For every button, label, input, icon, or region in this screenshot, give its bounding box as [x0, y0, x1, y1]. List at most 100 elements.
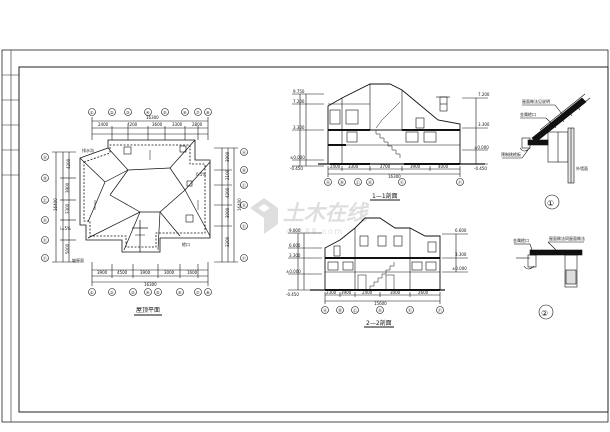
section-1-1-level-l4: ±0.000: [290, 155, 305, 160]
roof-plan-left-dimensions: [41, 151, 76, 263]
section-1-1-slabs: [328, 129, 460, 165]
roof-plan-left-axis-1: Ⓐ: [43, 154, 47, 160]
section-1-1-left-levels: [292, 93, 324, 167]
roof-plan-bottom-axis-5: ⑤: [156, 290, 160, 295]
section-1-1-level-r1: 7.200: [478, 92, 490, 97]
roof-plan-top-seg-2: 4200: [127, 122, 138, 127]
roof-plan-right-axis-4: Ⓓ: [242, 202, 246, 208]
section-2-2: 9.000 6.600 3.300 ±0.000 -0.450 6.600 3.…: [286, 217, 468, 328]
roof-plan-top-axis-6: ⑥: [183, 110, 187, 115]
roof-plan-top-axis-5: ⑤: [163, 110, 167, 115]
roof-plan-right-seg-2: 2100: [225, 169, 230, 180]
section-1-1-bottom-dims: [324, 166, 464, 186]
roof-plan-right-total: 16400: [237, 198, 242, 211]
roof-plan-top-total: 16300: [146, 115, 159, 120]
section-1-1-level-l1: 9.750: [293, 89, 305, 94]
section-1-1-seg-4: 3900: [410, 164, 421, 169]
section-2-2-level-l2: 6.600: [289, 243, 301, 248]
section-1-1-title: 1—1剖面: [372, 192, 398, 200]
section-2-2-right-levels: [442, 233, 468, 273]
watermark-brand: 土木在线: [283, 201, 370, 225]
section-1-1-seg-3: 2700: [380, 164, 391, 169]
roof-plan-bottom-dimensions: [88, 262, 212, 296]
roof-plan-outline: [79, 139, 211, 253]
section-1-1-axis-4: Ⓓ: [368, 179, 372, 185]
roof-plan-bottom-axis-8: ⑧: [206, 290, 210, 295]
detail-1-note-gutter: 金属檐口: [520, 111, 536, 117]
section-2-2-level-l5: -0.450: [286, 292, 299, 297]
roof-plan-left-seg-1: 4200: [66, 158, 71, 169]
detail-1-marker: ①: [547, 199, 554, 208]
roof-plan-left-axis-5: Ⓔ: [43, 237, 47, 243]
roof-plan: 16300 2400 4200 3600 3300 2800 ① ② ③ ④ ⑤…: [41, 108, 248, 316]
roof-plan-top-axis-8: ⑧: [206, 110, 210, 115]
section-2-2-axis-6: Ⓕ: [438, 307, 442, 313]
detail-1-note-roof: 屋面做法见说明: [522, 98, 550, 104]
section-1-1: 9.750 7.200 3.300 ±0.000 -0.450 7.200 3.…: [290, 83, 490, 201]
section-2-2-seg-5: 2600: [418, 290, 429, 295]
section-1-1-level-r3: ±0.000: [474, 145, 489, 150]
detail-1: 屋面做法见说明 金属檐口 预制挑檐板 外墙面 ①: [501, 93, 591, 210]
detail-1-marker-circle: [544, 194, 560, 210]
section-1-1-level-l2: 7.200: [293, 99, 305, 104]
section-2-2-level-r1: 6.600: [455, 228, 467, 233]
roof-plan-top-seg-3: 3600: [152, 122, 163, 127]
watermark-logo-icon: [250, 198, 278, 234]
section-1-1-stair: [372, 101, 401, 158]
roof-plan-note-gutter: 排水沟: [82, 147, 94, 153]
detail-2-marker-circle: [538, 304, 554, 320]
roof-plan-left-axis-4: Ⓓ: [43, 217, 47, 223]
section-2-2-total: 15600: [374, 301, 387, 306]
roof-plan-top-seg-5: 2800: [192, 122, 203, 127]
roof-plan-top-axis-bubbles: [88, 108, 212, 116]
detail-2-note-gutter: 金属檐口: [513, 237, 529, 243]
section-1-1-seg-5: 4000: [438, 164, 449, 169]
roof-plan-left-total: 16400: [53, 198, 58, 211]
detail-1-eave: [519, 127, 575, 184]
roof-plan-bottom-axis-6: ⑥: [178, 290, 182, 295]
detail-2-note-roof: 屋面做法同屋面做法: [549, 235, 585, 241]
roof-plan-top-seg-1: 2400: [98, 122, 109, 127]
section-1-1-axis-3: Ⓒ: [356, 179, 360, 185]
roof-plan-note-slope: 0.5%: [196, 172, 206, 177]
section-1-1-axis-1: Ⓐ: [326, 179, 330, 185]
section-2-2-level-l1: 9.000: [289, 228, 301, 233]
roof-plan-left-seg-4: 5000: [65, 243, 70, 254]
section-2-2-seg-4: 3000: [390, 290, 401, 295]
roof-plan-top-axis-3: ③: [126, 110, 130, 115]
roof-plan-top-axis-1: ①: [90, 110, 94, 115]
detail-1-note-wall: 外墙面: [576, 165, 588, 171]
roof-plan-slope-arrows: [94, 150, 199, 236]
section-1-1-seg-1: 2400: [330, 164, 341, 169]
roof-plan-top-axis-7: ⑦: [196, 110, 200, 115]
section-1-1-axis-5: Ⓔ: [400, 179, 404, 185]
roof-plan-left-seg-2: 3900: [65, 182, 70, 193]
section-2-2-seg-1: 2300: [326, 290, 337, 295]
section-2-2-axis-4: Ⓓ: [378, 307, 382, 313]
detail-2: 金属檐口 屋面做法同屋面做法 ②: [513, 235, 585, 320]
roof-plan-top-dimensions: [91, 117, 209, 140]
section-1-1-level-r2: 3.300: [478, 122, 490, 127]
section-2-2-slabs: [325, 257, 440, 291]
roof-plan-note-pitched: 坡屋面: [72, 257, 84, 263]
section-2-2-seg-2: 3900: [341, 290, 352, 295]
watermark-url: co188.com: [286, 227, 344, 236]
section-2-2-stair: [357, 262, 395, 291]
section-1-1-level-r4: -0.450: [474, 166, 487, 171]
section-1-1-total: 16300: [388, 174, 401, 179]
roof-plan-bottom-seg-1: 3900: [97, 270, 108, 275]
roof-plan-right-seg-5: 3200: [225, 236, 230, 247]
roof-plan-bottom-axis-1: ①: [90, 290, 94, 295]
roof-plan-left-axis-2: Ⓑ: [43, 175, 47, 181]
roof-plan-right-axis-1: Ⓐ: [242, 149, 246, 155]
section-2-2-title: 2—2剖面: [366, 319, 392, 327]
roof-plan-bottom-seg-4: 3000: [164, 270, 175, 275]
section-1-1-right-levels: [462, 97, 488, 165]
section-2-2-axis-5: Ⓔ: [408, 307, 412, 313]
roof-plan-note-eave: 檐口: [182, 241, 190, 247]
roof-plan-right-seg-3: 4200: [225, 187, 230, 198]
watermark: 土木在线 co188.com: [250, 198, 370, 236]
roof-plan-bottom-seg-2: 4500: [117, 270, 128, 275]
roof-plan-hip-lines: [79, 139, 211, 252]
